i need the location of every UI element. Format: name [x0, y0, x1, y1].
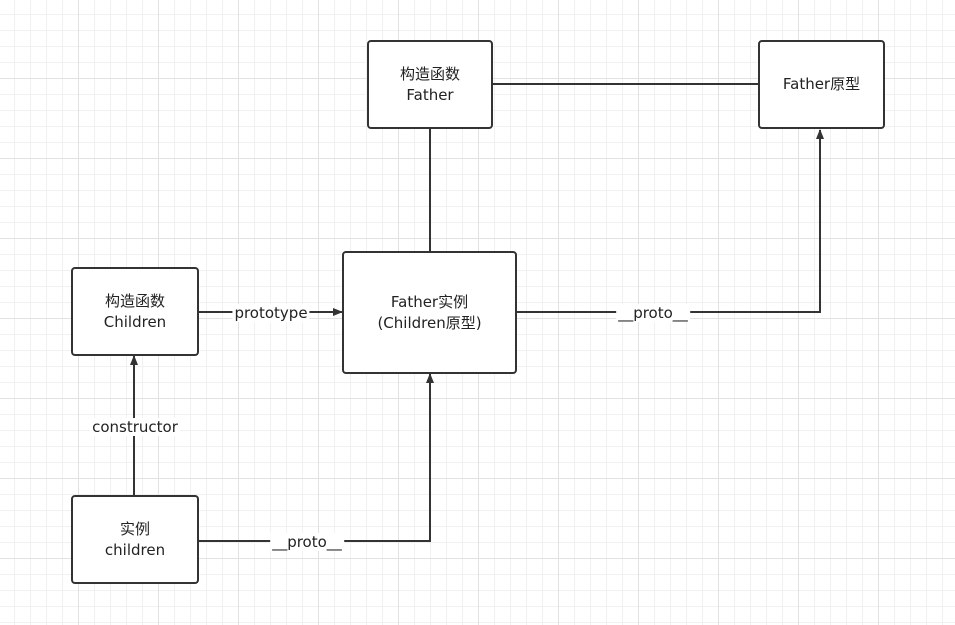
node-father-constructor-line2: Father: [406, 85, 454, 104]
node-father-instance-line1: Father实例: [390, 292, 469, 311]
label-constructor: constructor: [90, 418, 180, 436]
label-prototype: prototype: [232, 304, 310, 322]
node-father-instance-line2: (Children原型): [377, 313, 482, 332]
node-father-constructor[interactable]: 构造函数 Father: [367, 40, 493, 129]
node-children-instance-line1: 实例: [119, 519, 150, 538]
node-children-constructor[interactable]: 构造函数 Children: [71, 267, 199, 356]
node-children-instance-line2: children: [104, 540, 166, 559]
node-children-constructor-line2: Children: [103, 312, 167, 331]
node-father-prototype[interactable]: Father原型: [758, 40, 885, 129]
label-proto-bottom: __proto__: [270, 533, 344, 551]
edge-proto-top: [516, 129, 824, 313]
node-father-prototype-label: Father原型: [782, 75, 861, 93]
edge-proto-bottom: [198, 373, 434, 542]
node-father-constructor-line1: 构造函数: [399, 64, 460, 83]
node-children-constructor-line1: 构造函数: [104, 291, 165, 310]
node-father-instance[interactable]: Father实例 (Children原型): [342, 251, 517, 374]
node-children-instance[interactable]: 实例 children: [71, 495, 199, 584]
label-proto-top: __proto__: [616, 304, 690, 322]
